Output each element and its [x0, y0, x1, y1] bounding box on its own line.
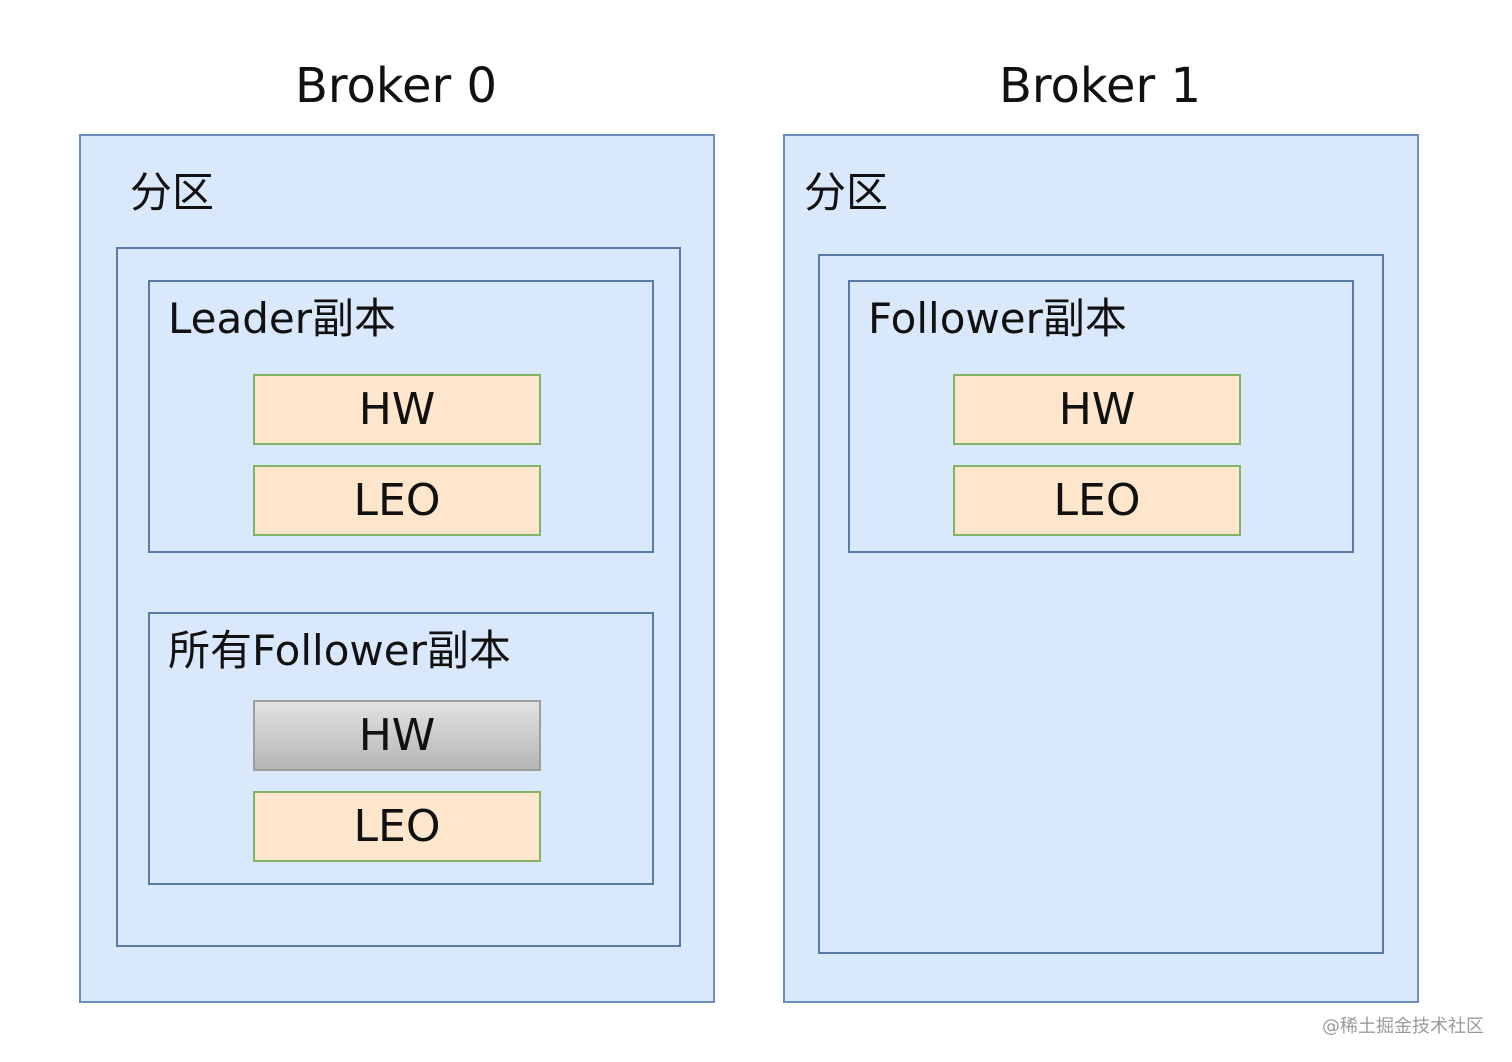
leader-replica-box: [148, 280, 654, 553]
watermark: @稀土掘金技术社区: [1322, 1016, 1484, 1037]
broker-1-partition-label: 分区: [804, 168, 889, 217]
all-followers-replica-box: [148, 612, 654, 885]
follower-replica-box: [848, 280, 1354, 553]
all-followers-replica-label: 所有Follower副本: [168, 626, 511, 675]
broker-0-partition-label: 分区: [130, 168, 215, 217]
broker-0-title: Broker 0: [294, 58, 498, 114]
follower-leo-field: LEO: [953, 465, 1241, 536]
leader-replica-label: Leader副本: [168, 294, 397, 343]
remote-follower-hw-field: HW: [253, 700, 541, 771]
remote-follower-leo-field: LEO: [253, 791, 541, 862]
leader-leo-field: LEO: [253, 465, 541, 536]
broker-1-partition: [818, 254, 1384, 954]
broker-0-partition: [116, 247, 681, 947]
broker-1-container: [783, 134, 1419, 1003]
follower-hw-field: HW: [953, 374, 1241, 445]
broker-1-title: Broker 1: [998, 58, 1202, 114]
follower-replica-label: Follower副本: [868, 294, 1127, 343]
leader-hw-field: HW: [253, 374, 541, 445]
